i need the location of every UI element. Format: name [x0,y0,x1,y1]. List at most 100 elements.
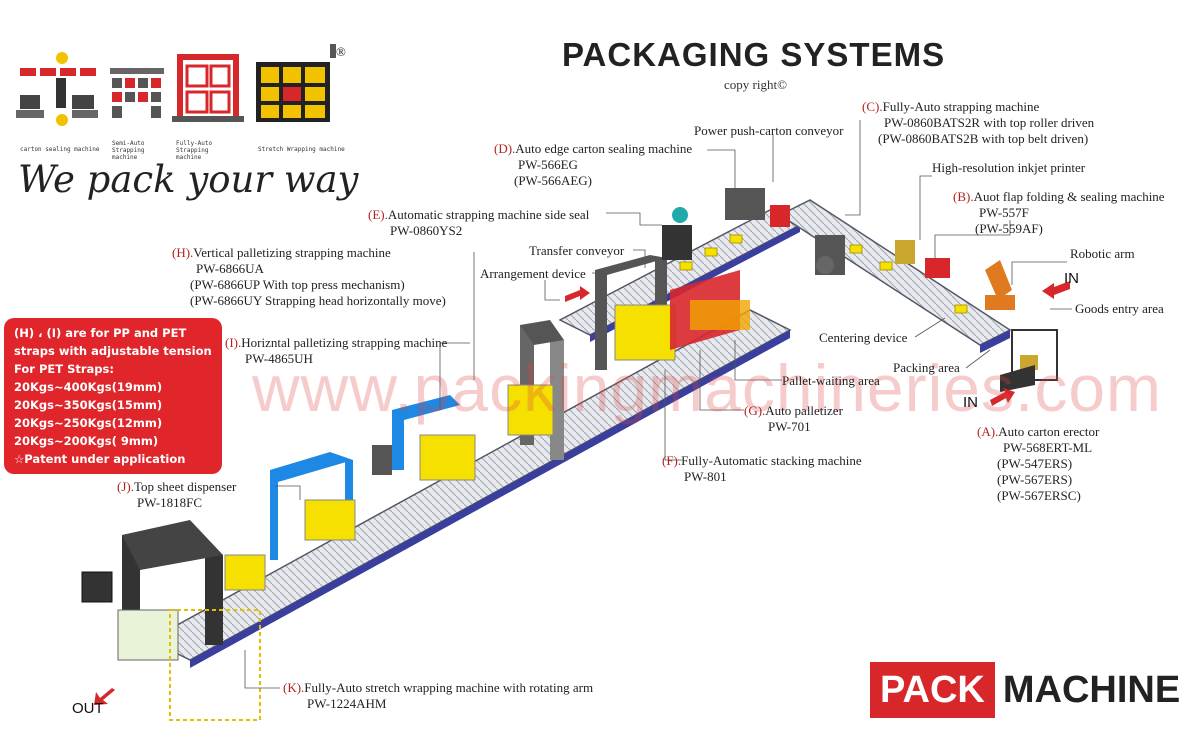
in-label-top: IN [1064,270,1079,287]
label-text: PW-701 [768,419,811,434]
label-pallet-waiting-area: Pallet-waiting area [782,373,880,388]
label-j-top-sheet-dispenser: (J).Top sheet dispenser PW-1818FC [117,479,236,511]
label-d-edge-sealing: (D).Auto edge carton sealing machine PW-… [494,141,692,189]
fully-auto-strapper [815,235,845,275]
label-c-strapping-machine: (C).Fully-Auto strapping machine PW-0860… [862,99,1094,147]
label-text: Auto carton erector [998,424,1100,439]
label-key: (B). [953,189,974,204]
label-key: (E). [368,207,388,222]
label-text: (PW-559AF) [975,221,1043,236]
label-key: (F). [662,453,682,468]
stretch-wrapper-machine [81,520,261,721]
label-key: (A). [977,424,999,439]
label-centering-device: Centering device [819,330,908,345]
label-text: Auto edge carton sealing machine [515,141,693,156]
carton-erector [1000,329,1058,392]
label-text: PW-557F [979,205,1029,220]
label-text: PW-0860YS2 [390,223,463,238]
label-text: PW-6866UA [196,261,264,276]
callout-line: (H) ، (I) are for PP and PET [14,326,187,340]
label-key: (K). [283,680,305,695]
label-k-stretch-wrapper: (K).Fully-Auto stretch wrapping machine … [283,680,593,712]
label-power-push-conveyor: Power push-carton conveyor [694,123,844,138]
label-text: (PW-567ERSC) [997,488,1081,503]
label-h-vertical-strapper: (H).Vertical palletizing strapping machi… [172,245,446,309]
label-packing-area: Packing area [893,360,960,375]
vertical-strapper [507,320,564,460]
label-g-auto-palletizer: (G).Auto palletizer PW-701 [744,403,843,435]
label-text: (PW-566AEG) [514,173,592,188]
label-text: Fully-Auto stretch wrapping machine with… [304,680,594,695]
label-e-side-seal: (E).Automatic strapping machine side sea… [368,207,589,239]
label-i-horizontal-strapper: (I).Horizntal palletizing strapping mach… [225,335,447,367]
label-key: (H). [172,245,194,260]
label-key: (G). [744,403,766,418]
logo-caption-1: carton sealing machine [20,146,100,153]
out-label: OUT [72,700,104,717]
label-text: Fully-Automatic stacking machine [681,453,862,468]
stretch-wrapping-icon [256,44,336,122]
in-arrow-bottom [990,388,1015,406]
label-text: (PW-6866UP With top press mechanism) [190,277,405,292]
horizontal-strapper [372,395,476,481]
label-text: Fully-Auto strapping machine [882,99,1040,114]
callout-line: 20Kgs~350Kgs(15mm) [14,398,163,412]
label-text: Auot flap folding & sealing machine [973,189,1165,204]
label-transfer-conveyor: Transfer conveyor [529,243,625,258]
in-label-bottom: IN [963,394,978,411]
label-f-stacking-machine: (F).Fully-Automatic stacking machine PW-… [662,453,862,485]
logo-caption-2: Semi-Auto Strapping machine [112,140,145,161]
label-key: (I). [225,335,242,350]
label-text: PW-1224AHM [307,696,387,711]
callout-line: 20Kgs~200Kgs( 9mm) [14,434,159,448]
brand-pack: PACK [870,662,995,718]
callout-line: For PET Straps: [14,362,114,376]
watermark: www.packingmachineries.com [252,351,1163,425]
label-text: (PW-567ERS) [997,472,1073,487]
callout-line: straps with adjustable tension [14,344,212,358]
label-text: PW-568ERT-ML [1003,440,1093,455]
page-title: PACKAGING SYSTEMS [562,36,946,73]
callout-line: ☆Patent under application [14,452,186,466]
label-text: Automatic strapping machine side seal [387,207,590,222]
label-b-flap-folding: (B).Auot flap folding & sealing machine … [953,189,1165,237]
callout-line: 20Kgs~400Kgs(19mm) [14,380,163,394]
label-text: (PW-0860BATS2B with top belt driven) [878,131,1089,146]
label-key: (C). [862,99,883,114]
flap-folding-machine [895,240,950,278]
label-a-carton-erector: (A).Auto carton erector PW-568ERT-ML (PW… [977,424,1099,504]
label-key: (D). [494,141,516,156]
robotic-arm [985,260,1015,310]
label-text: PW-1818FC [137,495,203,510]
label-text: (PW-547ERS) [997,456,1073,471]
label-key: (J). [117,479,134,494]
label-text: Vertical palletizing strapping machine [193,245,391,260]
label-text: PW-566EG [518,157,578,172]
fully-auto-strapping-icon [172,54,244,122]
label-goods-entry-area: Goods entry area [1075,301,1164,316]
label-text: PW-801 [684,469,727,484]
label-text: Horizntal palletizing strapping machine [241,335,448,350]
label-arrangement-device: Arrangement device [480,266,586,281]
strap-tension-callout: (H) ، (I) are for PP and PET straps with… [4,318,222,474]
copyright-note: copy right© [724,77,787,92]
callout-line: 20Kgs~250Kgs(12mm) [14,416,163,430]
out-arrow [94,688,115,705]
brand-machine: MACHINE [1002,669,1181,711]
registered-mark: ® [336,44,346,59]
stacking-machine [595,255,750,370]
edge-sealing-machine [725,188,790,227]
label-text: PW-4865UH [245,351,313,366]
label-robotic-arm: Robotic arm [1070,246,1135,261]
side-seal-strapper [662,207,692,260]
label-text: Top sheet dispenser [133,479,237,494]
top-sheet-dispenser [224,452,356,591]
in-arrow-top [1042,281,1070,299]
slogan: We pack your way [18,158,359,201]
brand-logo: PACK MACHINE [870,662,1180,718]
logo-icons [16,44,336,126]
logo-caption-4: Stretch Wrapping machine [258,146,345,153]
carton-sealing-icon [16,52,98,126]
label-inkjet-printer: High-resolution inkjet printer [932,160,1086,175]
